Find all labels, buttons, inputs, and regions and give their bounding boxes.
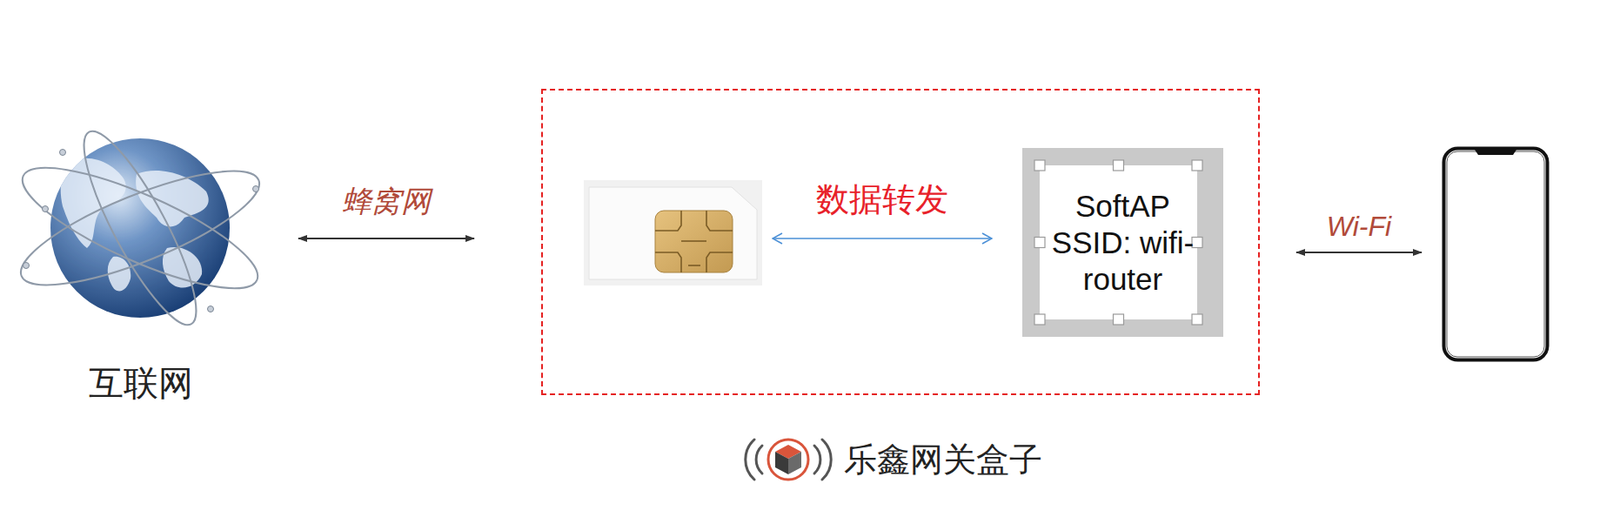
edge-label: Wi-Fi bbox=[1326, 210, 1392, 243]
node-art bbox=[10, 126, 272, 335]
gateway-box: SoftAP SSID: wifi-router乐鑫网关盒子 bbox=[541, 88, 1260, 395]
phone-node bbox=[1441, 146, 1550, 362]
node-art bbox=[1441, 146, 1550, 362]
node-art bbox=[583, 180, 763, 286]
connector-arrow bbox=[298, 237, 475, 240]
edge-label: 数据转发 bbox=[816, 177, 949, 222]
connector-arrow bbox=[1296, 251, 1422, 254]
espressif-logo bbox=[745, 439, 831, 480]
node-label: 互联网 bbox=[10, 362, 272, 403]
edge-label: 蜂窝网 bbox=[341, 181, 431, 222]
softap-box: SoftAP SSID: wifi-router bbox=[1022, 147, 1224, 337]
node-label: 乐鑫网关盒子 bbox=[843, 439, 1043, 480]
sim-card bbox=[583, 180, 763, 286]
internet-node: 互联网 bbox=[10, 126, 272, 405]
connector-arrow bbox=[772, 237, 992, 240]
node-label: SoftAP SSID: wifi-router bbox=[1046, 187, 1199, 298]
